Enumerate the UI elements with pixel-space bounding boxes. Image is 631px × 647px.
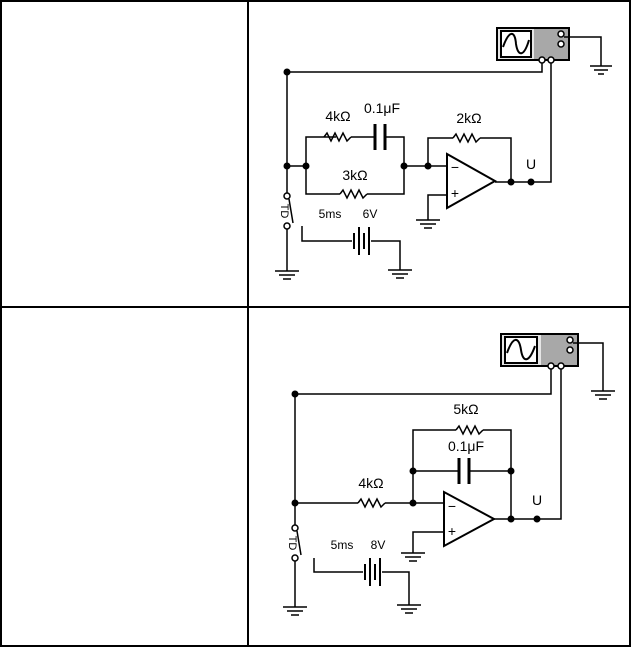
wire-input-to-scope-2 (295, 369, 552, 395)
wire-battery-1 (301, 226, 352, 242)
ground-2d-icon (397, 604, 421, 614)
wire-battery-2 (313, 558, 363, 573)
resistor-3k-1 (339, 188, 368, 200)
resistor-5k-2 (455, 424, 484, 436)
wire-battery-ground-1 (371, 240, 401, 270)
ground-2c-icon (401, 552, 425, 562)
battery-1-icon (353, 227, 370, 255)
scope-1-ground-wire (564, 36, 602, 66)
wire-branch-top-1 (287, 136, 336, 167)
resistor-2k-1 (452, 132, 481, 144)
wire-c-node-1 (385, 136, 405, 166)
opamp-2-minus: − (448, 498, 456, 514)
time-2-label: 5ms (331, 538, 354, 552)
wire-branch-bottom-1 (305, 166, 340, 195)
junction-1c (302, 162, 310, 170)
wire-output-to-scope-1 (531, 63, 552, 183)
junction-1g (527, 178, 535, 186)
scope-2-ground-wire (573, 342, 604, 391)
ground-1b-icon (275, 270, 299, 280)
junction-2e (507, 467, 515, 475)
switch-td-2: TD (286, 524, 302, 562)
oscilloscope-1-icon (496, 27, 570, 64)
wire-fb-left-2 (412, 429, 456, 503)
opamp-1-plus: + (451, 185, 459, 201)
wire-fb-right-2 (483, 429, 512, 519)
battery-2-icon (364, 558, 381, 586)
r-feedback-1-label: 2kΩ (456, 110, 481, 126)
battery-2-label: 8V (371, 538, 386, 552)
opamp-2-plus: + (448, 523, 456, 539)
ground-1c-icon (416, 219, 440, 229)
r-parallel-1-label: 3kΩ (342, 167, 367, 183)
oscilloscope-2-icon (500, 333, 579, 370)
wire-feedback-out-1 (480, 137, 512, 182)
c-1-label: 0.1μF (364, 100, 400, 116)
opamp-1-minus: − (451, 159, 459, 175)
switch-2-label: TD (286, 536, 298, 551)
opamp-1: − + (446, 152, 498, 210)
junction-2f (507, 515, 515, 523)
ground-1a-icon (590, 65, 612, 75)
wire-to-minus-1 (404, 137, 453, 167)
wire-output-to-scope-2 (537, 369, 562, 520)
wire-input-to-scope-1 (287, 63, 543, 73)
r-input-2-label: 4kΩ (358, 475, 383, 491)
r-feedback-2-label: 5kΩ (453, 401, 478, 417)
c-2-label: 0.1μF (448, 438, 484, 454)
switch-td-1: TD (278, 192, 294, 230)
output-1-label: U (526, 156, 536, 172)
battery-1-label: 6V (363, 207, 378, 221)
circuit-1: TD 4kΩ 0.1μF 3kΩ (275, 27, 612, 280)
ground-1d-icon (388, 269, 412, 279)
resistor-4k-2 (357, 497, 386, 509)
junction-1f (507, 178, 515, 186)
ground-2b-icon (283, 606, 307, 616)
resistor-4k-1 (323, 131, 352, 143)
wire-r3k-node-1 (367, 166, 405, 195)
wire-plus-ground-1 (427, 194, 447, 220)
circuit-2: TD 4kΩ 5kΩ 0.1μF (283, 333, 615, 616)
wire-battery-ground-2 (382, 571, 410, 605)
ground-2a-icon (591, 390, 615, 400)
junction-2g (533, 515, 541, 523)
time-1-label: 5ms (319, 207, 342, 221)
capacitor-2 (457, 458, 471, 484)
r-series-1-label: 4kΩ (325, 108, 350, 124)
switch-1-label: TD (278, 204, 290, 219)
capacitor-1 (373, 124, 387, 150)
opamp-2: − + (443, 490, 497, 548)
junction-1e (424, 162, 432, 170)
output-2-label: U (532, 492, 542, 508)
wire-plus-ground-2 (412, 531, 444, 553)
